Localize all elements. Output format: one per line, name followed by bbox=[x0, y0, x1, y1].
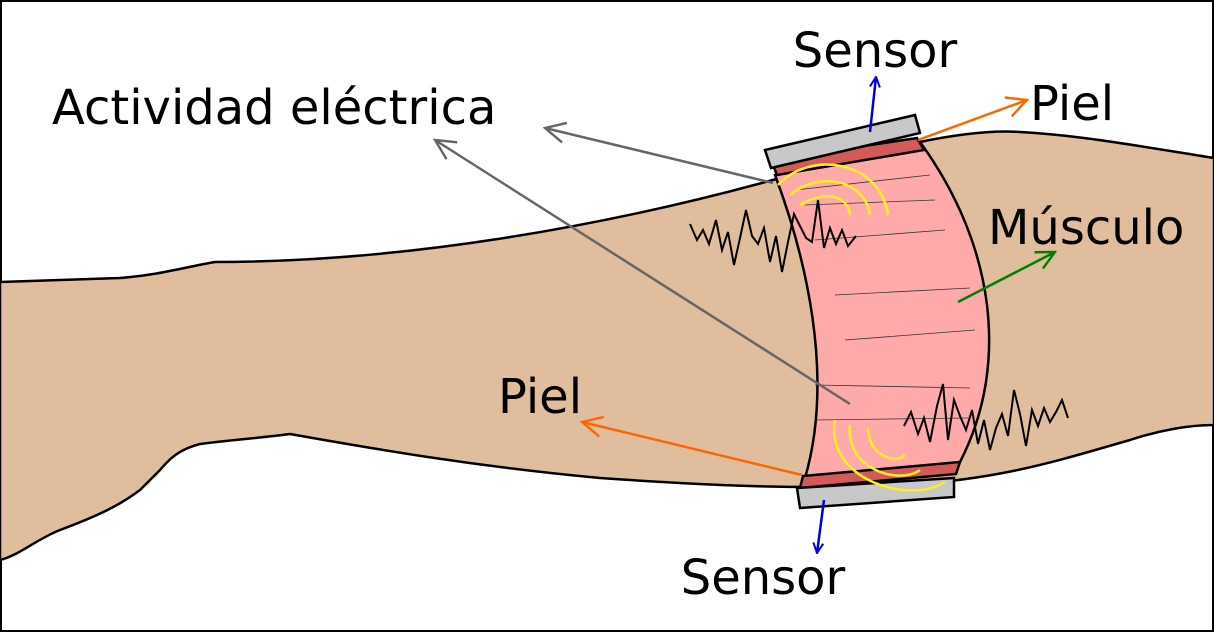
sensor-bottom bbox=[795, 476, 956, 510]
arrow-piel-bottom bbox=[582, 422, 803, 477]
emg-signal-icon bbox=[689, 199, 857, 273]
emg-signal-icon bbox=[903, 383, 1069, 451]
arrow-actividad-bottom bbox=[435, 140, 851, 406]
label-piel-bottom: Piel bbox=[498, 369, 582, 425]
label-sensor-bottom: Sensor bbox=[681, 550, 846, 606]
label-sensor-top: Sensor bbox=[793, 23, 958, 79]
label-actividad: Actividad eléctrica bbox=[52, 80, 496, 136]
arrow-piel-top bbox=[917, 100, 1027, 142]
label-piel-top: Piel bbox=[1030, 76, 1114, 132]
electrical-waves-bottom bbox=[833, 419, 946, 492]
arrow-musculo bbox=[957, 252, 1055, 304]
skin-band-bottom bbox=[798, 460, 962, 490]
arrow-sensor-top bbox=[868, 77, 876, 133]
arrow-sensor-bottom bbox=[817, 499, 826, 553]
sensor-top bbox=[763, 113, 922, 170]
label-musculo: Músculo bbox=[988, 200, 1184, 256]
electrical-waves-top bbox=[777, 163, 890, 216]
arrow-actividad-top bbox=[545, 128, 774, 185]
